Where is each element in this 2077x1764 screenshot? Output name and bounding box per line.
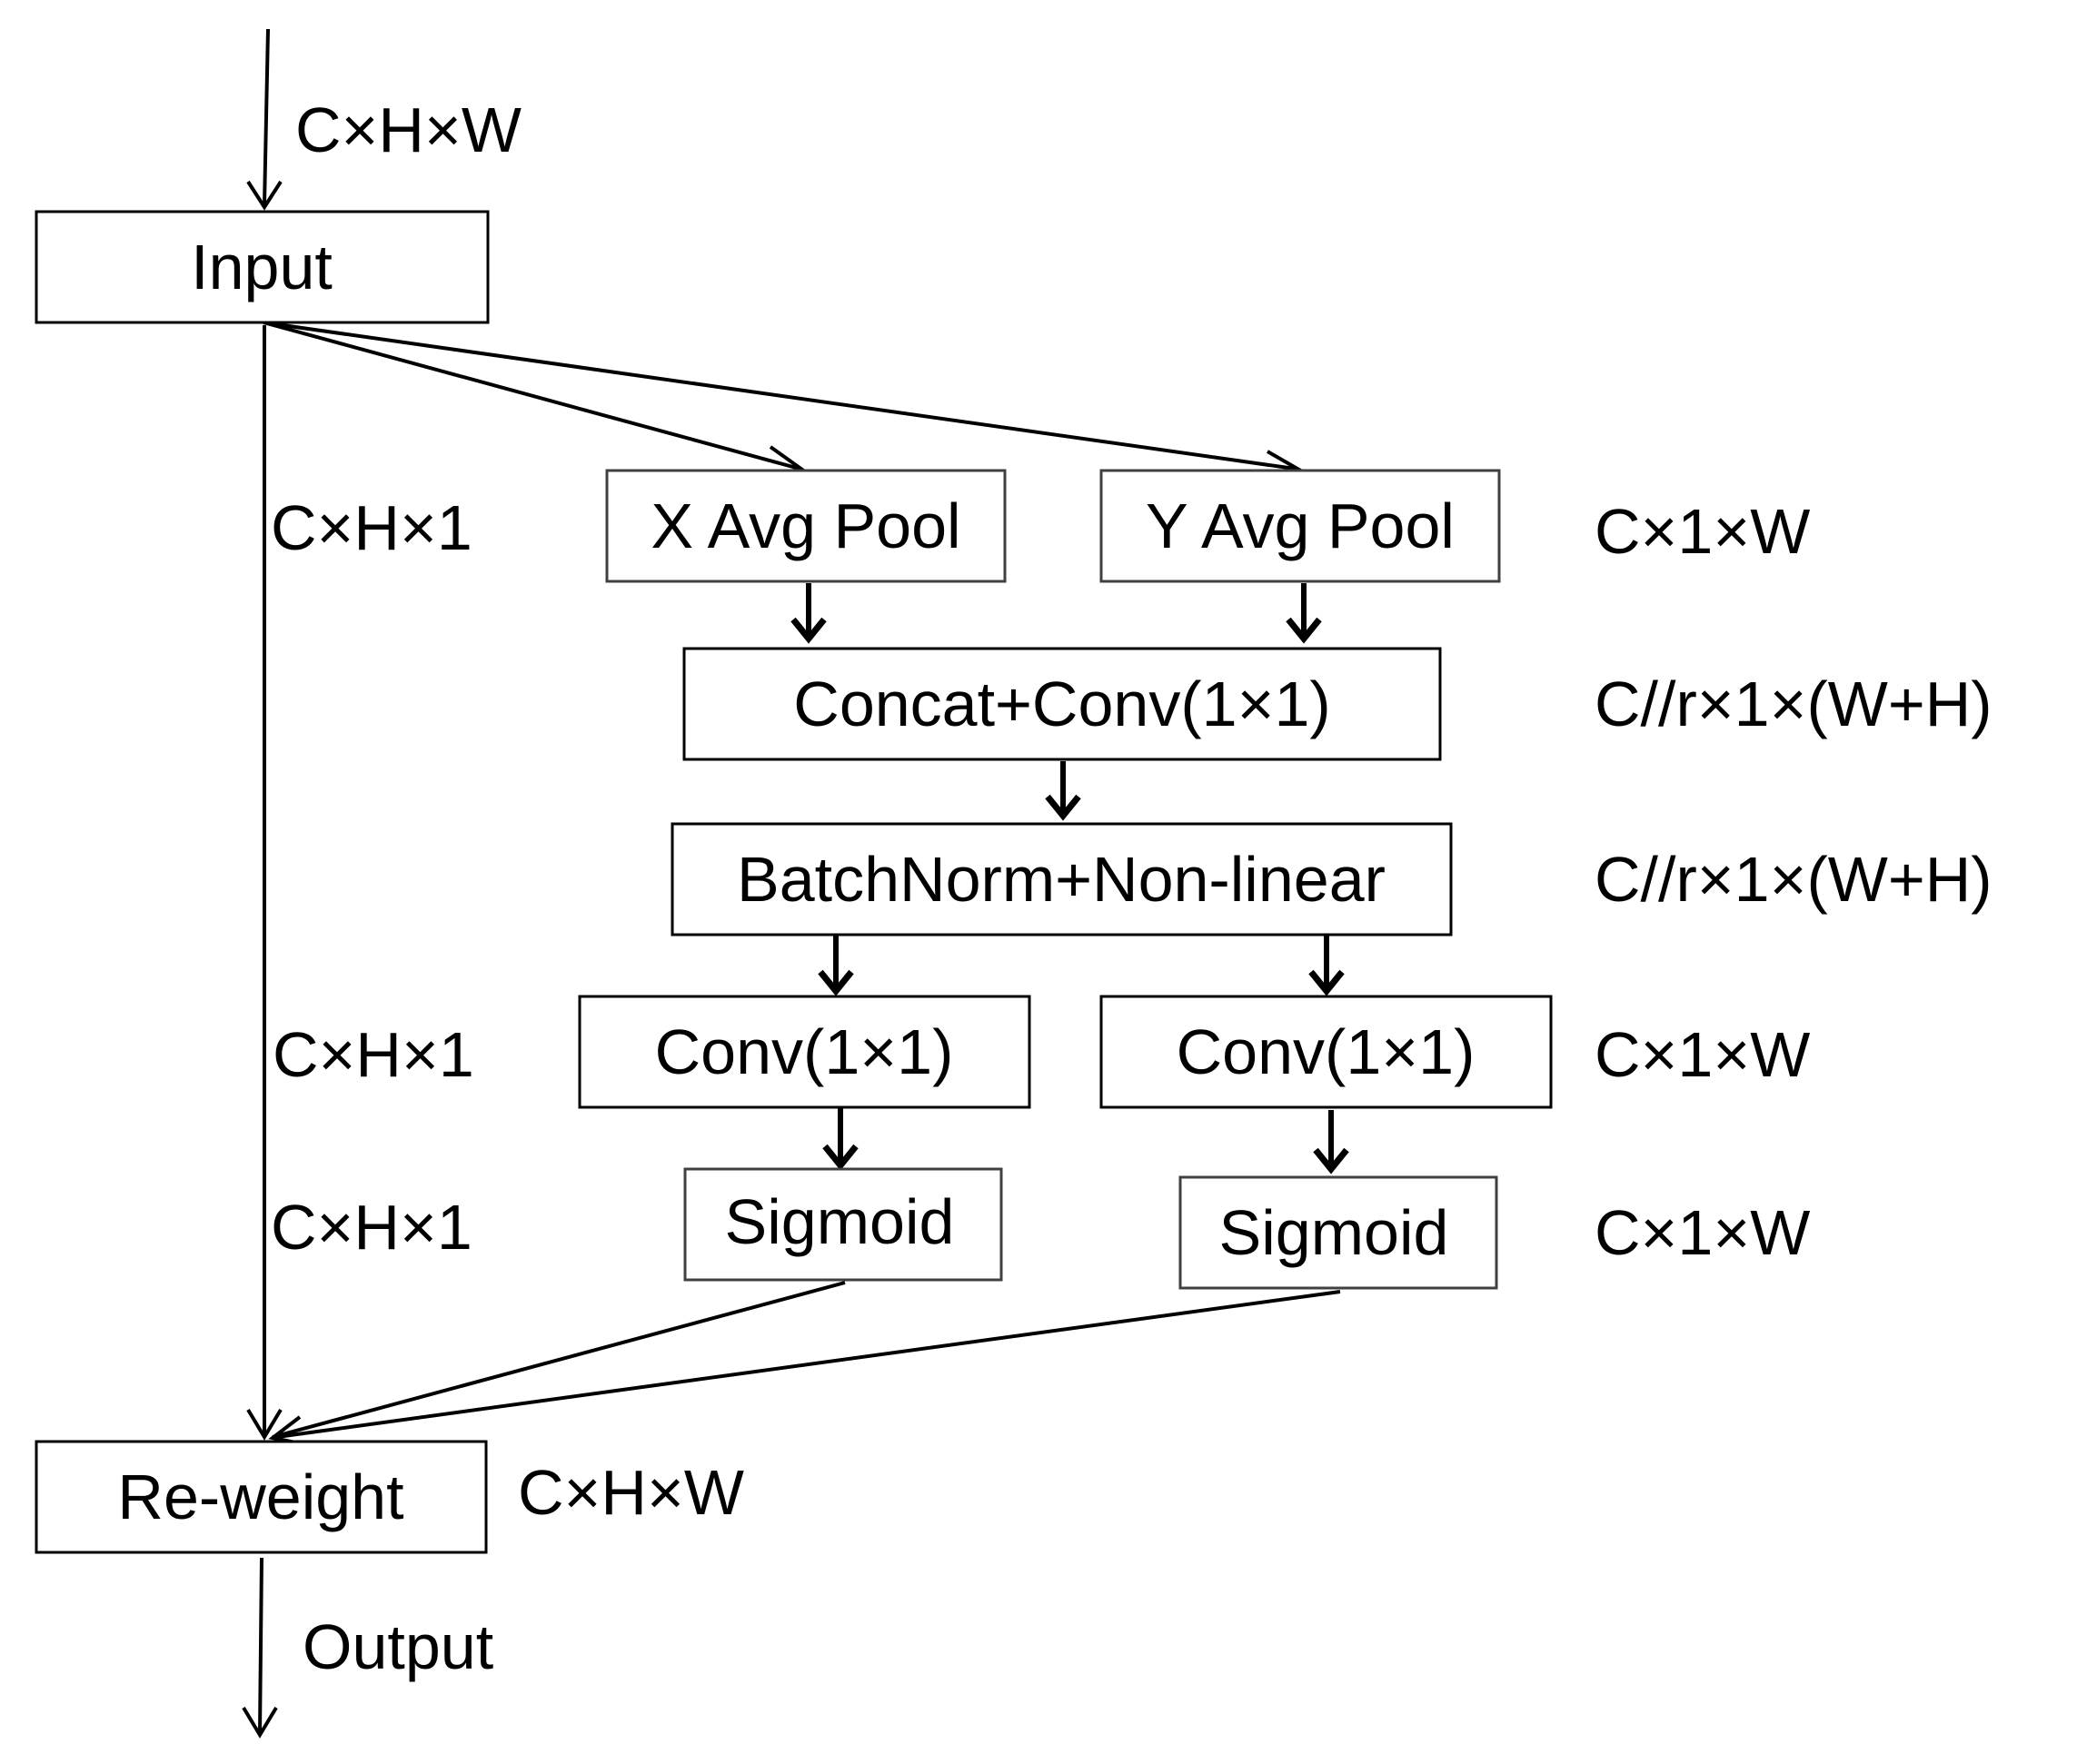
edge-sigmoid-right-to-reweight (276, 1290, 1341, 1439)
edge-sigmoid-left-to-reweight (272, 1281, 846, 1439)
node-conv-right: Conv(1×1) (1099, 995, 1553, 1109)
node-batchnorm-label: BatchNorm+Non-linear (737, 844, 1386, 915)
edge-reweight-to-output (258, 1557, 263, 1734)
node-sigmoid-right: Sigmoid (1178, 1175, 1498, 1290)
shape-batchnorm: C//r×1×(W+H) (1595, 844, 1993, 915)
arrowhead-concat-right (1286, 617, 1322, 644)
node-batchnorm: BatchNorm+Non-linear (671, 822, 1453, 937)
node-reweight-label: Re-weight (117, 1462, 403, 1532)
shape-left-pool: C×H×1 (271, 492, 472, 563)
arrowhead-sigmoid-left (822, 1144, 859, 1171)
output-label: Output (303, 1611, 493, 1682)
shape-annotations: C×H×W C×H×1 C×1×W C//r×1×(W+H) C//r×1×(W… (271, 94, 1993, 1682)
shape-reweight: C×H×W (518, 1457, 744, 1528)
shape-left-conv: C×H×1 (273, 1019, 474, 1090)
shape-left-sigmoid: C×H×1 (271, 1192, 472, 1263)
node-sigmoid-left: Sigmoid (683, 1167, 1003, 1282)
arrowhead-concat-left (790, 617, 827, 644)
node-y-avg-pool-label: Y Avg Pool (1146, 491, 1455, 561)
node-concat-conv-label: Concat+Conv(1×1) (793, 669, 1330, 739)
node-sigmoid-left-label: Sigmoid (725, 1186, 955, 1257)
arrowhead-output (242, 1706, 278, 1739)
node-conv-right-label: Conv(1×1) (1177, 1016, 1476, 1087)
edge-input-to-y-avg-pool (263, 321, 1296, 471)
node-x-avg-pool-label: X Avg Pool (651, 491, 960, 561)
arrowhead-reweight-residual (246, 1408, 283, 1441)
arrowhead-conv-left (818, 969, 854, 996)
node-input-label: Input (191, 232, 333, 302)
node-conv-left-label: Conv(1×1) (655, 1016, 954, 1087)
shape-input: C×H×W (295, 94, 522, 165)
shape-right-sigmoid: C×1×W (1595, 1197, 1810, 1268)
node-conv-left: Conv(1×1) (578, 995, 1031, 1109)
node-concat-conv: Concat+Conv(1×1) (682, 647, 1442, 761)
shape-right-pool: C×1×W (1595, 496, 1810, 567)
node-y-avg-pool: Y Avg Pool (1099, 469, 1501, 583)
arrowhead-input (246, 180, 283, 211)
arrowhead-conv-right (1308, 969, 1345, 996)
node-reweight: Re-weight (35, 1440, 488, 1554)
arrowhead-sigmoid-right (1313, 1147, 1349, 1174)
shape-right-conv: C×1×W (1595, 1019, 1810, 1090)
edge-in-to-input (263, 28, 270, 206)
node-x-avg-pool: X Avg Pool (605, 469, 1007, 583)
arrowhead-batchnorm (1045, 794, 1081, 821)
edges (242, 28, 1349, 1739)
node-input: Input (35, 210, 490, 324)
node-sigmoid-right-label: Sigmoid (1219, 1197, 1449, 1268)
shape-concat: C//r×1×(W+H) (1595, 669, 1993, 739)
edge-input-to-x-avg-pool (263, 321, 800, 471)
